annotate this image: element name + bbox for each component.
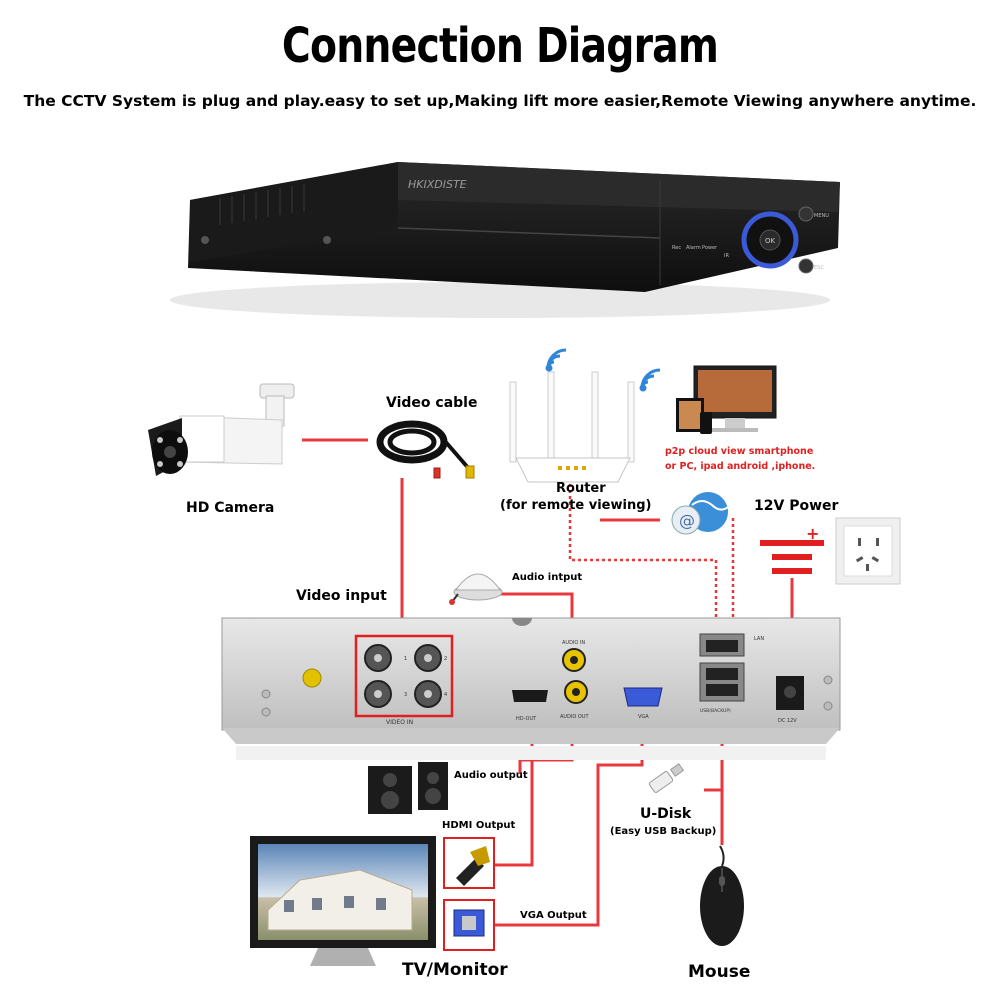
vga-port: VGA (623, 687, 663, 720)
port-3-label: 3 (404, 692, 407, 698)
page-subtitle: The CCTV System is plug and play.easy to… (23, 92, 977, 110)
hdmi-cable-icon (443, 837, 495, 889)
lan-label: LAN (754, 636, 764, 642)
esc-label: ESC (814, 265, 824, 271)
internet-globe-icon: @ (671, 492, 729, 535)
power-12v-label: 12V Power (754, 498, 839, 514)
port-1-label: 1 (404, 656, 407, 662)
lan-dotted-lines (568, 478, 735, 636)
ir-label: IR (724, 253, 729, 259)
mouse-icon (700, 845, 744, 946)
vga-label: VGA (638, 714, 649, 720)
hd-out-label: HD-OUT (516, 716, 537, 722)
udisk-label: U-Disk (640, 806, 692, 822)
usb-label: USB(BACKUP) (700, 708, 731, 714)
audio-out-label: AUDIO OUT (560, 714, 590, 720)
hdmi-out-line (495, 718, 534, 867)
dc12v-label: DC 12V (778, 718, 797, 724)
tv-monitor (250, 836, 436, 966)
wifi-icon (639, 368, 661, 392)
router-label: Router (556, 481, 606, 496)
microphone-icon (449, 573, 503, 605)
dvr-brand: HKIXDISTE (408, 178, 467, 191)
dvr-status-leds: Rec Alarm Power IR (672, 245, 729, 259)
wifi-icon (545, 348, 567, 372)
hd-camera-label: HD Camera (186, 500, 275, 516)
audio-input-label: Audio intput (512, 572, 583, 583)
tv-monitor-label: TV/Monitor (402, 960, 508, 980)
udisk-note-label: (Easy USB Backup) (610, 826, 717, 837)
video-cable-coil (376, 420, 475, 479)
remote-viewing-devices (676, 365, 777, 434)
dc-power-port: DC 12V (776, 676, 804, 724)
vga-output-label: VGA Output (520, 910, 587, 921)
dvr-nav-pad: OK MENU ESC (741, 206, 829, 274)
video-input-label: Video input (296, 588, 387, 604)
hdmi-output-label: HDMI Output (442, 820, 516, 831)
dvr-rear-panel: 1 2 3 4 VIDEO IN AUDIO IN AUDIO OUT HD-O… (221, 617, 841, 744)
mouse-label: Mouse (688, 962, 751, 982)
svg-text:@: @ (679, 511, 695, 530)
video-in-label: VIDEO IN (386, 719, 413, 726)
menu-label: MENU (814, 213, 829, 219)
p2p-line1-label: p2p cloud view smartphone (665, 446, 814, 457)
page-title: Connection Diagram (281, 18, 719, 74)
vga-cable-icon (443, 899, 495, 951)
lan-usb-ports: LAN USB(BACKUP) (699, 633, 764, 714)
audio-output-label: Audio output (454, 770, 528, 781)
router (509, 371, 635, 483)
svg-text:+: + (806, 524, 819, 543)
audio-ports: AUDIO IN AUDIO OUT (560, 640, 590, 720)
wall-socket (835, 517, 901, 585)
power-symbol-icon: + (760, 524, 824, 574)
speakers (368, 762, 448, 814)
hdmi-port: HD-OUT (512, 690, 548, 722)
hd-camera (148, 383, 295, 476)
port-4-label: 4 (444, 692, 447, 698)
ok-label: OK (765, 237, 776, 245)
led-rec-label: Rec (672, 245, 681, 251)
video-cable-label: Video cable (386, 395, 478, 411)
dvr-front-unit: HKIXDISTE Rec Alarm Power IR OK MENU ESC (170, 162, 840, 318)
router-note-label: (for remote viewing) (500, 498, 652, 513)
port-2-label: 2 (444, 656, 447, 662)
usb-drive-icon (648, 763, 685, 793)
video-in-ports: 1 2 3 4 VIDEO IN (354, 634, 454, 726)
led-alarm-label: Alarm (686, 245, 701, 251)
audio-in-label: AUDIO IN (562, 640, 585, 646)
led-power-label: Power (702, 245, 718, 251)
p2p-line2-label: or PC, ipad android ,iphone. (665, 461, 816, 472)
